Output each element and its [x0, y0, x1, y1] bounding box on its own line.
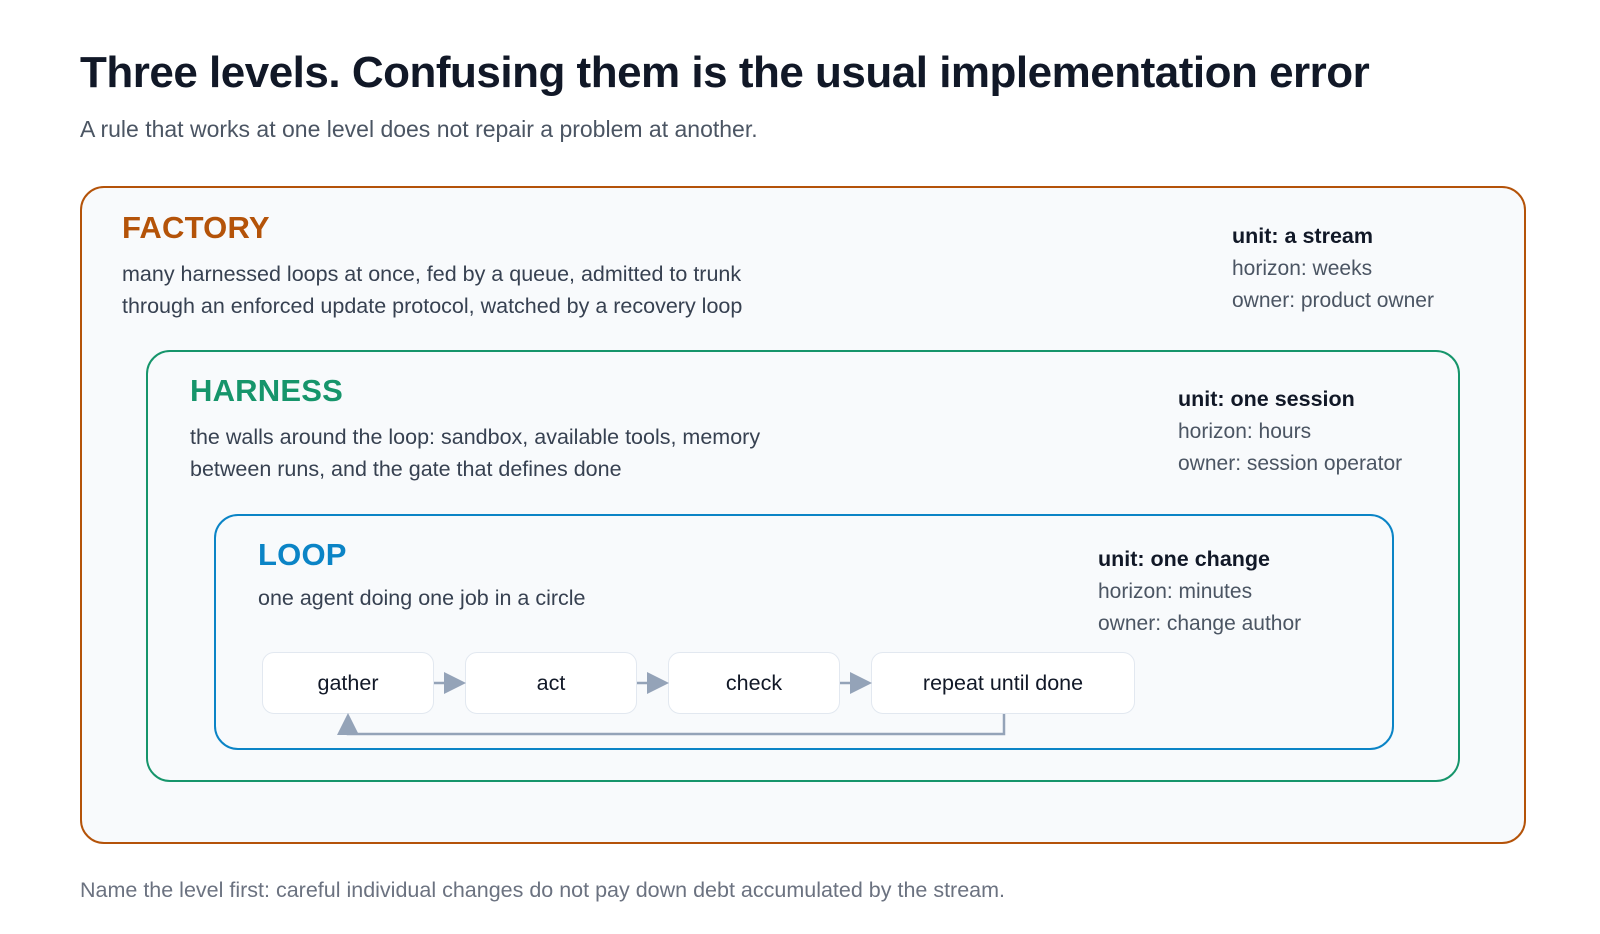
loop-step-repeat-until-done: repeat until done: [871, 652, 1135, 714]
factory-level-meta: unit: a stream horizon: weeks owner: pro…: [1232, 219, 1434, 317]
footer-note: Name the level first: careful individual…: [80, 878, 1006, 902]
loop-step-gather: gather: [262, 652, 434, 714]
harness-unit: unit: one session: [1178, 387, 1355, 411]
loop-description-line: one agent doing one job in a circle: [258, 586, 586, 610]
page-subtitle: A rule that works at one level does not …: [80, 116, 758, 142]
loop-level-name: LOOP: [258, 537, 347, 572]
harness-horizon: horizon: hours: [1178, 420, 1312, 443]
factory-description-line: many harnessed loops at once, fed by a q…: [122, 262, 742, 286]
loop-step-act: act: [465, 652, 637, 714]
arrowhead-up-icon: [337, 713, 359, 735]
harness-level-meta: unit: one session horizon: hours owner: …: [1178, 382, 1402, 480]
harness-level-name: HARNESS: [190, 373, 343, 408]
factory-owner: owner: product owner: [1232, 289, 1434, 312]
harness-owner: owner: session operator: [1178, 452, 1403, 475]
loop-horizon: horizon: minutes: [1098, 580, 1253, 603]
loop-unit: unit: one change: [1098, 547, 1270, 571]
arrowhead-icon: [850, 672, 872, 694]
return-arrow-repeat-to-gather: [346, 714, 1006, 736]
factory-description-line: through an enforced update protocol, wat…: [122, 294, 743, 318]
arrowhead-icon: [444, 672, 466, 694]
loop-level-meta: unit: one change horizon: minutes owner:…: [1098, 542, 1301, 640]
loop-step-check: check: [668, 652, 840, 714]
loop-level-description: one agent doing one job in a circle: [258, 582, 586, 614]
arrowhead-icon: [647, 672, 669, 694]
factory-level-name: FACTORY: [122, 210, 270, 245]
harness-description-line: the walls around the loop: sandbox, avai…: [190, 425, 761, 449]
harness-description-line: between runs, and the gate that defines …: [190, 457, 622, 481]
factory-unit: unit: a stream: [1232, 224, 1373, 248]
page-title: Three levels. Confusing them is the usua…: [80, 48, 1370, 97]
factory-horizon: horizon: weeks: [1232, 257, 1373, 280]
loop-owner: owner: change author: [1098, 612, 1302, 635]
harness-level-description: the walls around the loop: sandbox, avai…: [190, 421, 760, 485]
factory-level-description: many harnessed loops at once, fed by a q…: [122, 258, 742, 322]
